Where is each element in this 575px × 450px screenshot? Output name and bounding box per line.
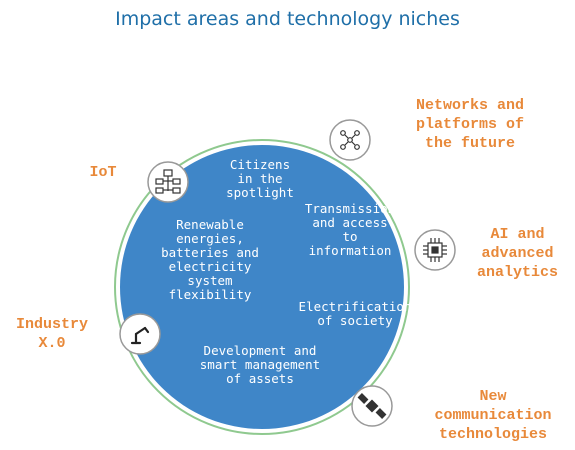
- niche-networks: Networks and platforms of the future: [415, 97, 525, 152]
- page-title: Impact areas and technology niches: [115, 8, 460, 30]
- network-icon: [329, 119, 371, 161]
- outer-ring: [114, 139, 410, 435]
- robot-arm-icon: [119, 313, 161, 355]
- impact-area-renewables: Renewable energies, batteries and electr…: [161, 217, 259, 302]
- niche-ai: AI and advanced analytics: [476, 226, 558, 281]
- impact-area-assets: Development and smart management of asse…: [199, 343, 321, 386]
- impact-area-citizens: Citizens in the spotlight: [226, 157, 294, 200]
- iot-icon: [147, 161, 189, 203]
- impact-circle: [120, 145, 404, 429]
- ai-chip-icon: [414, 229, 456, 271]
- niche-communication: New communication technologies: [434, 388, 552, 443]
- satellite-icon: [351, 385, 393, 427]
- niche-iot: IoT: [89, 164, 117, 181]
- impact-area-transmission: Transmission and access to information: [304, 201, 396, 258]
- niche-industry: Industry X.0: [15, 316, 88, 352]
- impact-area-electrification: Electrification of society: [298, 299, 412, 328]
